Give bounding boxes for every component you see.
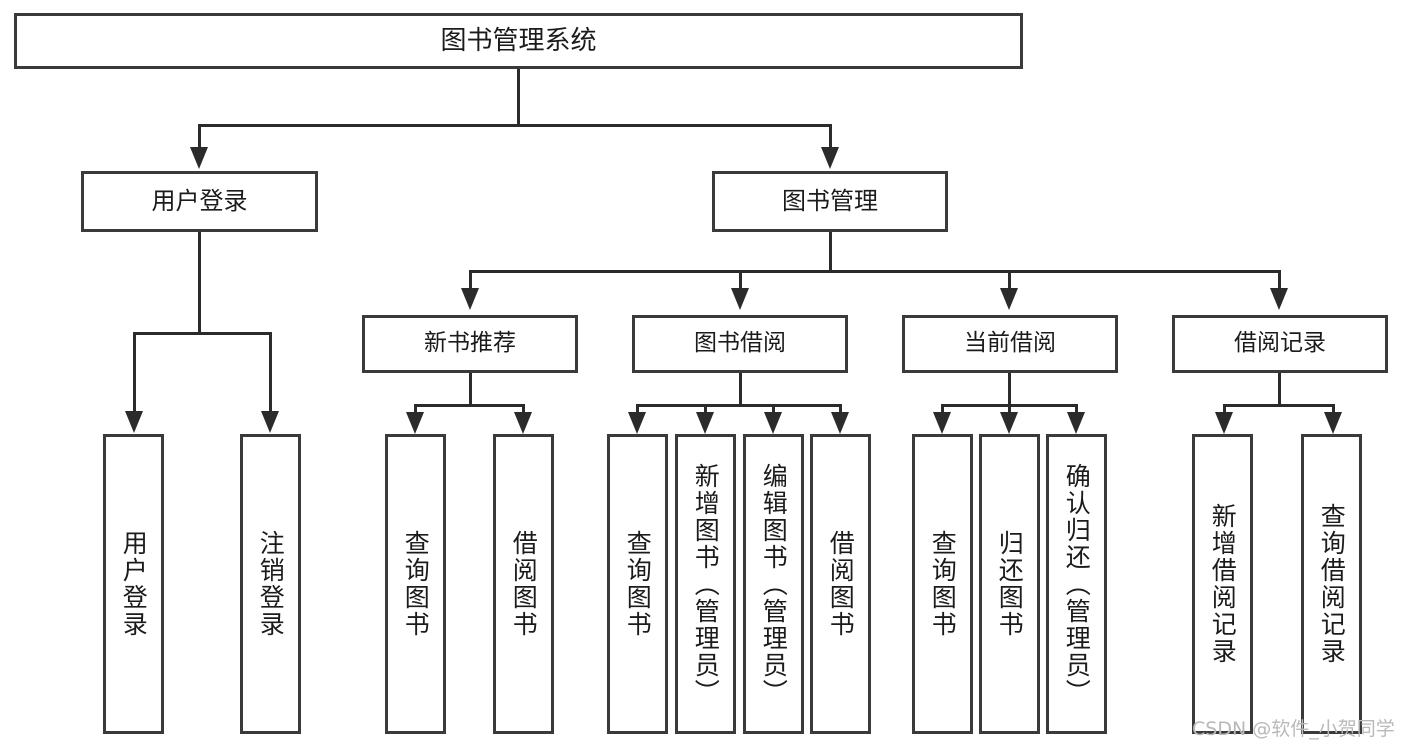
connector-bb-c4 bbox=[839, 404, 842, 416]
connector-new-book-stem bbox=[469, 373, 472, 406]
node-user-login[interactable]: 用户登录 bbox=[81, 171, 318, 232]
connector-current-borrow-stem bbox=[1008, 373, 1011, 406]
leaf-bb-borrow-book[interactable]: 借阅图书 bbox=[810, 434, 871, 734]
node-label: 查询图书 bbox=[401, 530, 431, 638]
leaf-br-add-record[interactable]: 新增借阅记录 bbox=[1192, 434, 1253, 734]
connector-cb-c2 bbox=[1008, 404, 1011, 416]
connector-user-login-right bbox=[269, 332, 272, 413]
node-label: 查询借阅记录 bbox=[1317, 503, 1347, 665]
leaf-user-login[interactable]: 用户登录 bbox=[103, 434, 164, 734]
connector-bb-c3 bbox=[772, 404, 775, 416]
connector-cb-c3 bbox=[1075, 404, 1078, 416]
connector-bb-c2 bbox=[704, 404, 707, 416]
connector-new-book-bar bbox=[414, 404, 525, 407]
connector-user-login-left bbox=[133, 332, 136, 413]
connector-root-to-book-mgmt bbox=[829, 124, 832, 149]
arrowhead-current-borrow bbox=[1000, 288, 1018, 310]
arrowhead-bb-leaf-3 bbox=[764, 412, 782, 434]
connector-new-book-c2 bbox=[522, 404, 525, 416]
connector-user-login-stem bbox=[198, 232, 201, 334]
leaf-bb-query-book[interactable]: 查询图书 bbox=[607, 434, 668, 734]
leaf-br-query-record[interactable]: 查询借阅记录 bbox=[1301, 434, 1362, 734]
arrowhead-cb-leaf-3 bbox=[1067, 412, 1085, 434]
leaf-nb-query-book[interactable]: 查询图书 bbox=[385, 434, 446, 734]
node-label: 图书管理 bbox=[782, 187, 878, 216]
node-book-borrow[interactable]: 图书借阅 bbox=[632, 315, 848, 373]
arrowhead-book-borrow bbox=[731, 288, 749, 310]
leaf-cb-query-book[interactable]: 查询图书 bbox=[912, 434, 973, 734]
node-label: 借阅图书 bbox=[509, 530, 539, 638]
csdn-watermark: CSDN @软件_小贺同学 bbox=[1192, 718, 1395, 740]
node-label: 新增借阅记录 bbox=[1208, 503, 1238, 665]
connector-book-mgmt-c3 bbox=[1008, 270, 1011, 290]
node-label: 当前借阅 bbox=[964, 330, 1056, 357]
connector-root-to-user-login bbox=[198, 124, 201, 149]
node-label: 新增图书（管理员） bbox=[691, 462, 721, 706]
arrowhead-leaf-logout bbox=[261, 411, 279, 433]
node-root-system[interactable]: 图书管理系统 bbox=[14, 13, 1023, 69]
connector-borrow-record-stem bbox=[1278, 373, 1281, 406]
node-new-book-recommend[interactable]: 新书推荐 bbox=[362, 315, 578, 373]
node-label: 图书借阅 bbox=[694, 330, 786, 357]
connector-br-c2 bbox=[1332, 404, 1335, 416]
connector-root-bar bbox=[198, 124, 832, 127]
connector-book-mgmt-bar bbox=[469, 270, 1281, 273]
arrowhead-nb-leaf-2 bbox=[514, 412, 532, 434]
connector-book-borrow-bar bbox=[636, 404, 841, 407]
connector-cb-c1 bbox=[941, 404, 944, 416]
arrowhead-book-mgmt bbox=[821, 147, 839, 169]
arrowhead-cb-leaf-1 bbox=[933, 412, 951, 434]
node-label: 编辑图书（管理员） bbox=[759, 462, 789, 706]
arrowhead-borrow-record bbox=[1270, 288, 1288, 310]
leaf-bb-add-book[interactable]: 新增图书（管理员） bbox=[675, 434, 736, 734]
connector-br-c1 bbox=[1223, 404, 1226, 416]
node-label: 查询图书 bbox=[928, 530, 958, 638]
node-label: 确认归还（管理员） bbox=[1062, 462, 1092, 706]
node-label: 查询图书 bbox=[623, 530, 653, 638]
arrowhead-br-leaf-2 bbox=[1324, 412, 1342, 434]
connector-book-mgmt-stem bbox=[829, 232, 832, 272]
leaf-nb-borrow-book[interactable]: 借阅图书 bbox=[493, 434, 554, 734]
arrowhead-leaf-user-login bbox=[125, 411, 143, 433]
arrowhead-user-login bbox=[190, 147, 208, 169]
connector-book-borrow-stem bbox=[739, 373, 742, 406]
connector-book-mgmt-c2 bbox=[739, 270, 742, 290]
connector-bb-c1 bbox=[636, 404, 639, 416]
connector-borrow-record-bar bbox=[1223, 404, 1335, 407]
arrowhead-bb-leaf-4 bbox=[831, 412, 849, 434]
arrowhead-bb-leaf-2 bbox=[696, 412, 714, 434]
arrowhead-cb-leaf-2 bbox=[1000, 412, 1018, 434]
connector-root-stem bbox=[517, 69, 520, 125]
connector-book-mgmt-c4 bbox=[1278, 270, 1281, 290]
arrowhead-bb-leaf-1 bbox=[628, 412, 646, 434]
node-label: 用户登录 bbox=[151, 187, 248, 216]
connector-user-login-bar bbox=[133, 332, 272, 335]
node-borrow-record[interactable]: 借阅记录 bbox=[1172, 315, 1388, 373]
node-label: 注销登录 bbox=[256, 530, 286, 638]
arrowhead-nb-leaf-1 bbox=[406, 412, 424, 434]
node-label: 借阅图书 bbox=[826, 530, 856, 638]
leaf-logout[interactable]: 注销登录 bbox=[240, 434, 301, 734]
node-label: 用户登录 bbox=[119, 530, 149, 638]
leaf-bb-edit-book[interactable]: 编辑图书（管理员） bbox=[743, 434, 804, 734]
connector-new-book-c1 bbox=[414, 404, 417, 416]
node-label: 图书管理系统 bbox=[440, 25, 597, 56]
connector-book-mgmt-c1 bbox=[469, 270, 472, 290]
leaf-cb-confirm-return[interactable]: 确认归还（管理员） bbox=[1046, 434, 1107, 734]
node-book-management[interactable]: 图书管理 bbox=[712, 171, 948, 232]
arrowhead-br-leaf-1 bbox=[1215, 412, 1233, 434]
node-current-borrow[interactable]: 当前借阅 bbox=[902, 315, 1118, 373]
node-label: 新书推荐 bbox=[424, 330, 516, 357]
node-label: 借阅记录 bbox=[1234, 330, 1326, 357]
leaf-cb-return-book[interactable]: 归还图书 bbox=[979, 434, 1040, 734]
node-label: 归还图书 bbox=[995, 530, 1025, 638]
arrowhead-new-book bbox=[461, 288, 479, 310]
